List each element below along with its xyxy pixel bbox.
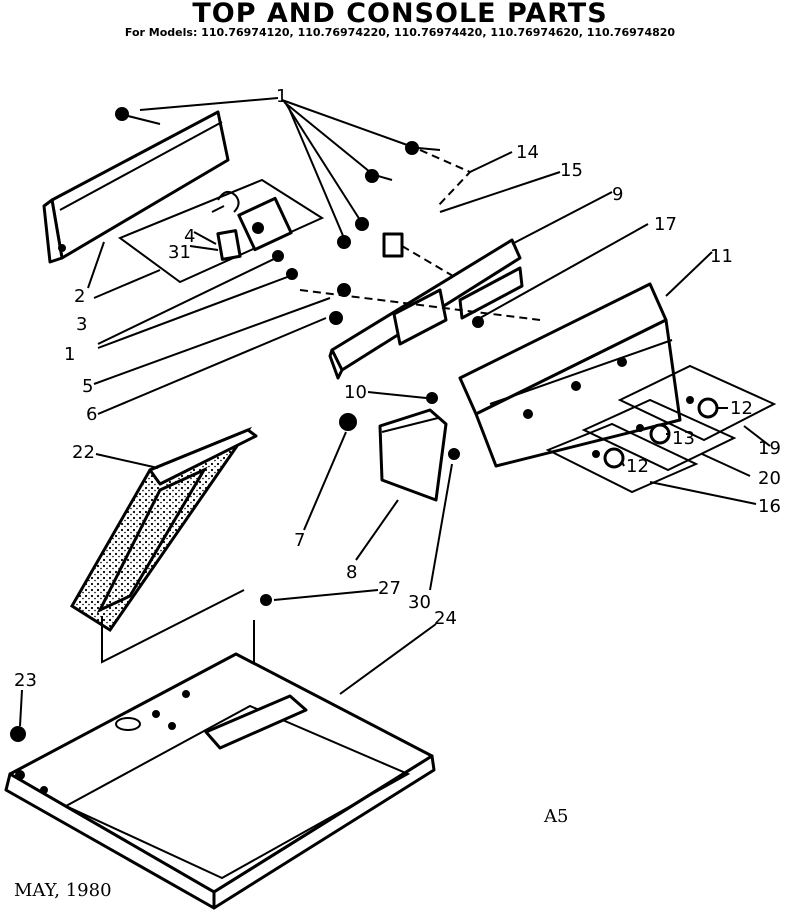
callout-14: 14 — [516, 142, 539, 163]
callout-31: 31 — [168, 242, 191, 263]
control-panel-plate — [117, 178, 325, 284]
console-panel — [458, 282, 682, 468]
callout-19: 19 — [758, 438, 781, 459]
wire-harness — [419, 149, 472, 207]
screw-23 — [10, 726, 26, 742]
cabinet-top — [4, 652, 436, 910]
leader-lines — [19, 97, 771, 727]
guide-line-panel — [101, 589, 245, 664]
switch-clip — [382, 232, 471, 287]
callout-16: 16 — [758, 496, 781, 517]
mounting-rail — [299, 238, 541, 380]
callout-5: 5 — [82, 376, 93, 397]
callout-6: 6 — [86, 404, 97, 425]
access-panel — [69, 426, 258, 633]
model-list: For Models: 110.76974120, 110.76974220, … — [124, 26, 676, 39]
callout-3: 3 — [76, 314, 87, 335]
callout-10: 10 — [344, 382, 367, 403]
page-code: A5 — [544, 806, 569, 827]
callout-27: 27 — [378, 578, 401, 599]
callout-24: 24 — [434, 608, 457, 629]
callout-7: 7 — [294, 530, 305, 551]
knob — [339, 413, 357, 431]
callout-30: 30 — [408, 592, 431, 613]
callout-11: 11 — [710, 246, 733, 267]
screw-27 — [260, 594, 272, 606]
callout-1-top: 1 — [276, 86, 287, 107]
callout-20: 20 — [758, 468, 781, 489]
callout-12-lower: 12 — [626, 456, 649, 477]
callout-12-upper: 12 — [730, 398, 753, 419]
callout-1-left: 1 — [64, 344, 75, 365]
callout-23: 23 — [14, 670, 37, 691]
callout-13: 13 — [672, 428, 695, 449]
callout-9: 9 — [612, 184, 623, 205]
revision-date: MAY, 1980 — [14, 880, 112, 901]
callout-4: 4 — [184, 226, 195, 247]
screws-group-1 — [115, 107, 441, 280]
callout-22: 22 — [72, 442, 95, 463]
callout-17: 17 — [654, 214, 677, 235]
left-bracket — [42, 110, 230, 264]
callout-2: 2 — [74, 286, 85, 307]
callout-8: 8 — [346, 562, 357, 583]
shield-bracket — [378, 392, 460, 502]
callout-15: 15 — [560, 160, 583, 181]
page-title: TOP AND CONSOLE PARTS — [192, 0, 608, 29]
